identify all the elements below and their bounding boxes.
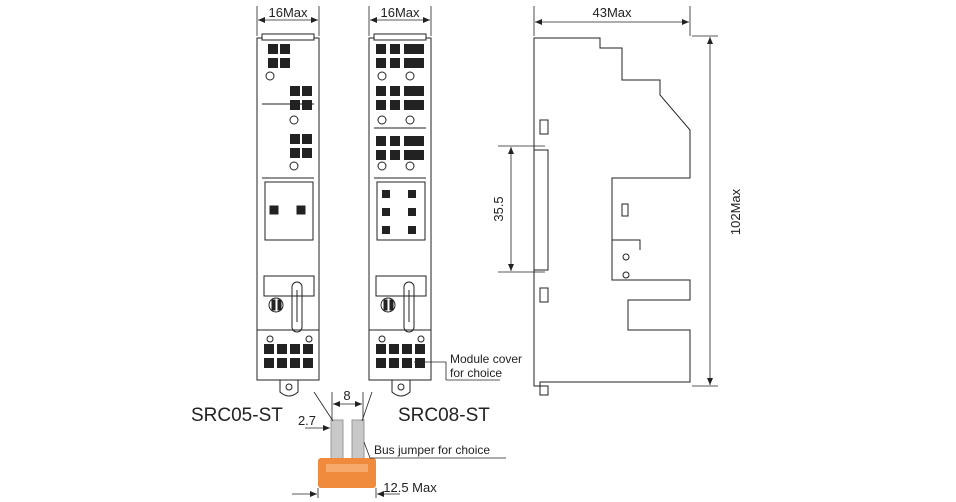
dim-pitch: 8 xyxy=(343,388,350,403)
terminal-block-top xyxy=(376,44,424,160)
model-label-left: SRC05-ST xyxy=(191,405,283,426)
jumper-body xyxy=(318,458,376,488)
dim-width-left: 16Max xyxy=(268,5,308,20)
dim-rail-height: 35.5 xyxy=(491,196,506,221)
terminal-block-top xyxy=(268,44,312,158)
model-label-right: SRC08-ST xyxy=(398,405,490,426)
dim-height: 102Max xyxy=(728,188,743,235)
jumper-body-highlight xyxy=(326,464,368,472)
dimension-lines xyxy=(256,6,718,498)
dim-width-right: 16Max xyxy=(380,5,420,20)
dim-jumper-offset: 2.7 xyxy=(298,413,316,428)
dim-jumper-width: 12.5 Max xyxy=(383,480,437,495)
bus-jumper xyxy=(318,419,376,488)
module-right-front-view xyxy=(368,33,432,397)
module-left-front-view xyxy=(256,33,320,397)
callout-module-cover-line2: for choice xyxy=(450,366,502,380)
dim-depth: 43Max xyxy=(592,5,632,20)
callout-module-cover-line1: Module cover xyxy=(450,352,522,366)
module-side-view xyxy=(533,37,691,396)
callout-bus-jumper: Bus jumper for choice xyxy=(374,443,490,457)
